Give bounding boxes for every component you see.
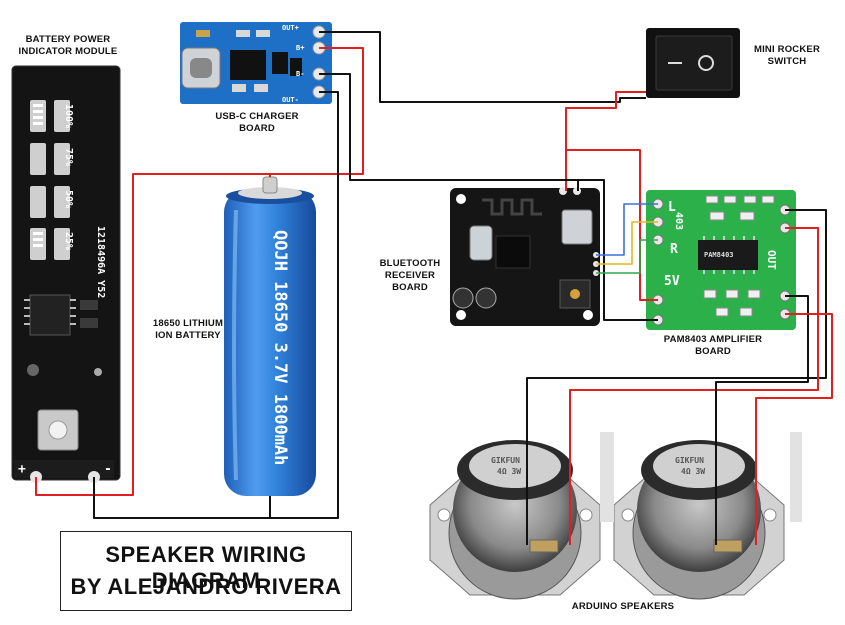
- battery-indicator-module: [11, 65, 121, 483]
- amplifier-label-line2: BOARD: [695, 346, 731, 357]
- speaker-right: [613, 440, 785, 600]
- bluetooth-receiver-board: [450, 187, 600, 326]
- battery-indicator-label-line1: BATTERY POWER: [25, 34, 111, 45]
- speaker-right-brand: GIKFUN: [675, 456, 704, 465]
- speakers-label: ARDUINO SPEAKERS: [571, 601, 675, 612]
- speaker-left-spec: 4Ω 3W: [497, 467, 522, 476]
- battery-cell-print: QOJH 18650 3.7V 1800mAh: [270, 230, 290, 466]
- amp-pin-5v: 5V: [664, 274, 680, 289]
- battery-indicator-label: BATTERY POWER INDICATOR MODULE: [18, 34, 118, 58]
- pin-out-minus: OUT-: [282, 96, 299, 104]
- title-box: SPEAKER WIRING DIAGRAM BY ALEJANDRO RIVE…: [60, 531, 352, 611]
- part-number: 1218496A Y52: [95, 226, 106, 299]
- battery-label: 18650 LITHIUM ION BATTERY: [148, 318, 228, 342]
- battery-label-line2: ION BATTERY: [155, 330, 221, 341]
- charger-label: USB-C CHARGER BOARD: [215, 111, 299, 134]
- title-line-2: BY ALEJANDRO RIVERA: [70, 574, 342, 599]
- amp-chip-label: PAM8403: [704, 251, 734, 259]
- battery-label-line1: 18650 LITHIUM: [152, 318, 224, 329]
- indicator-minus: -: [104, 462, 112, 477]
- amp-pin-r: R: [670, 242, 678, 257]
- battery-indicator-label-line2: INDICATOR MODULE: [18, 46, 118, 57]
- pin-out-plus: OUT+: [282, 24, 299, 32]
- level-100-label: 100%: [63, 104, 74, 129]
- bluetooth-label: BLUETOOTH RECEIVER BOARD: [370, 258, 450, 294]
- amplifier-label-line1: PAM8403 AMPLIFIER: [663, 334, 763, 345]
- speaker-left-brand: GIKFUN: [491, 456, 520, 465]
- amp-code: 403: [673, 212, 684, 231]
- level-25-label: 25%: [63, 232, 74, 251]
- mini-rocker-switch: [646, 28, 740, 98]
- level-75-label: 75%: [63, 148, 74, 167]
- pin-b-minus: B-: [296, 70, 305, 78]
- level-50-label: 50%: [63, 190, 74, 209]
- pin-b-plus: B+: [296, 44, 305, 52]
- switch-label-line1: MINI ROCKER: [753, 44, 821, 55]
- indicator-plus: +: [18, 462, 26, 477]
- bluetooth-label-line2: RECEIVER BOARD: [384, 270, 436, 293]
- wires: [35, 31, 833, 545]
- amp-pin-l: L: [668, 200, 676, 215]
- title-line-1: SPEAKER WIRING DIAGRAM: [105, 542, 307, 593]
- speaker-right-spec: 4Ω 3W: [681, 467, 706, 476]
- switch-label: MINI ROCKER SWITCH: [752, 44, 822, 68]
- pam8403-amplifier-board: [646, 190, 796, 330]
- speaker-left: [429, 440, 601, 600]
- 18650-lithium-battery: [224, 176, 316, 496]
- amplifier-label: PAM8403 AMPLIFIER BOARD: [648, 334, 778, 358]
- amp-out-label: OUT: [765, 250, 778, 270]
- usb-c-charger-board: [180, 22, 332, 104]
- switch-label-line2: SWITCH: [767, 56, 807, 67]
- bluetooth-label-line1: BLUETOOTH: [379, 258, 441, 269]
